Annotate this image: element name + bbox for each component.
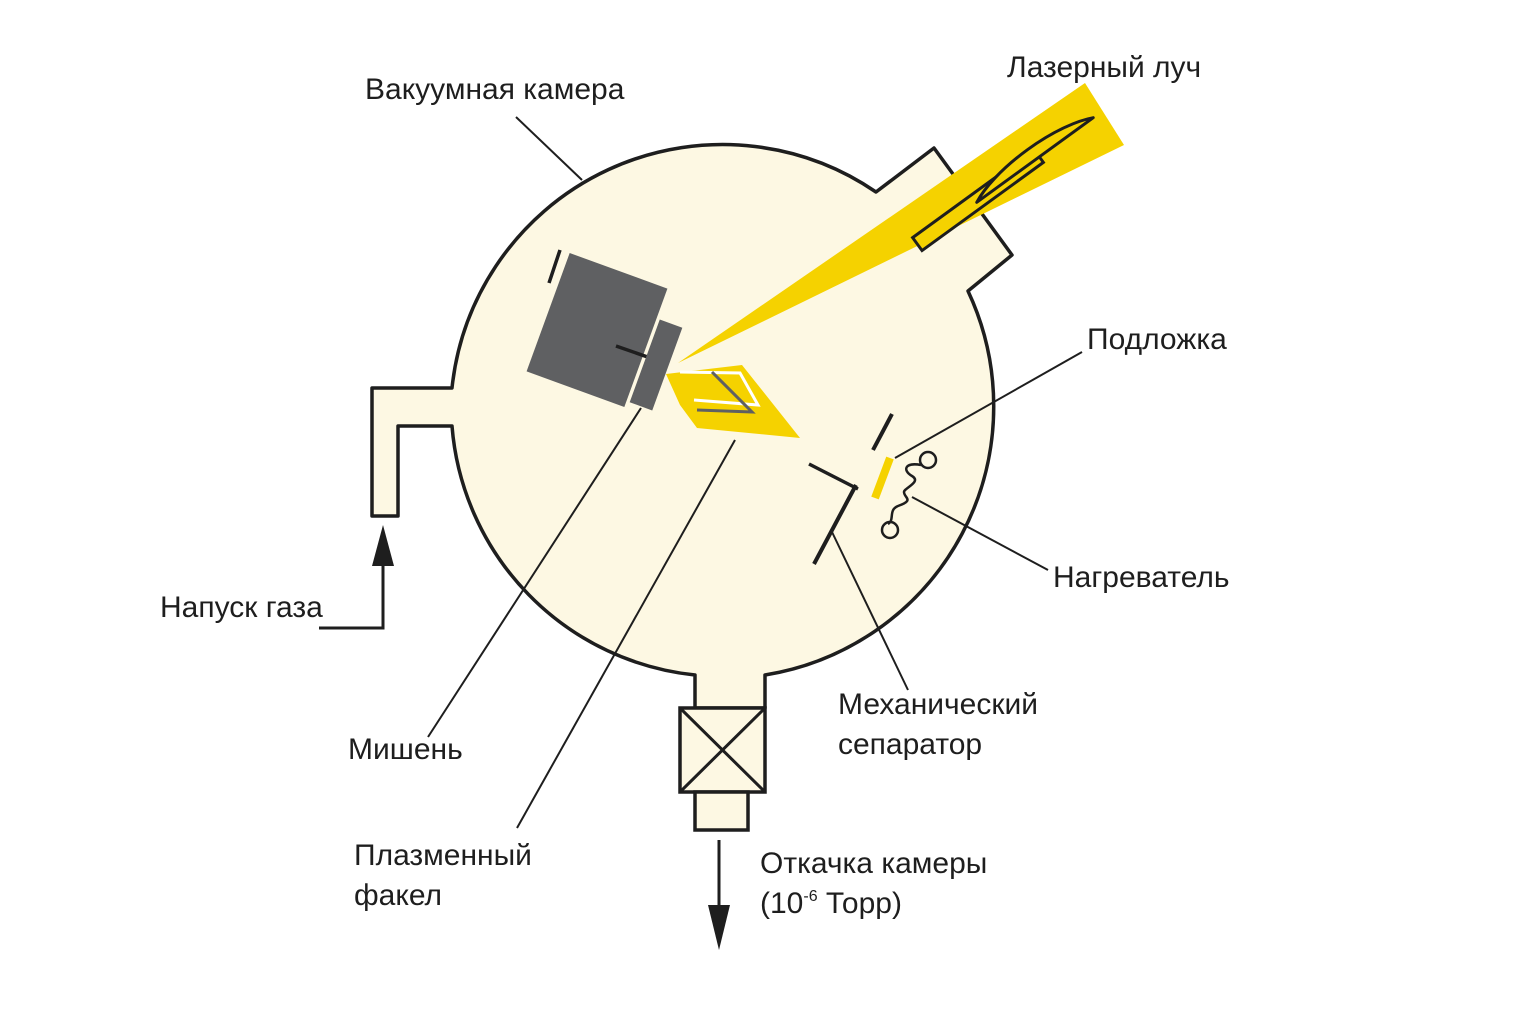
label-plume-line1: Плазменный	[354, 839, 532, 872]
target-mount-bar	[547, 249, 562, 284]
label-pump-line2: (10-6 Торр)	[760, 884, 987, 924]
pump-valve	[678, 706, 767, 794]
pump-outlet	[693, 790, 750, 832]
focusing-lens	[975, 116, 1095, 204]
laser-beam	[678, 83, 1124, 363]
pump-pressure-prefix: (10	[760, 887, 804, 920]
substrate	[871, 456, 894, 500]
label-laser-beam: Лазерный луч	[1007, 51, 1202, 84]
target-assembly	[526, 249, 683, 411]
pump-pressure-suffix: Торр)	[817, 887, 902, 920]
leader-vacuum-chamber	[515, 116, 583, 181]
label-plume-line2: факел	[354, 879, 443, 912]
pump-pressure-exponent: -6	[803, 888, 818, 905]
label-pump-line1: Откачка камеры	[760, 847, 988, 880]
label-separator-line1: Механический	[838, 688, 1038, 721]
label-plasma-plume: Плазменный факел	[354, 836, 532, 916]
label-substrate: Подложка	[1087, 323, 1227, 356]
leader-substrate	[894, 351, 1083, 459]
leader-plume	[516, 439, 736, 829]
vacuum-chamber-body	[370, 142, 1014, 710]
target-holder	[526, 253, 668, 407]
mechanical-separator	[808, 413, 894, 565]
label-separator: Механический сепаратор	[838, 685, 1038, 765]
gas-inlet-arrow	[319, 560, 385, 630]
heater-coil	[880, 450, 938, 540]
label-gas-inlet: Напуск газа	[160, 591, 323, 624]
leader-heater	[911, 496, 1049, 571]
leader-target	[427, 407, 642, 738]
gas-inlet-arrowhead	[372, 525, 394, 566]
label-target: Мишень	[348, 733, 463, 766]
pump-out-arrowhead	[708, 905, 730, 950]
plasma-plume	[666, 365, 800, 438]
label-vacuum-chamber: Вакуумная камера	[365, 73, 625, 106]
leader-separator	[831, 531, 909, 691]
label-pump-out: Откачка камеры (10-6 Торр)	[760, 844, 987, 924]
target	[629, 319, 683, 411]
label-separator-line2: сепаратор	[838, 728, 983, 761]
label-heater: Нагреватель	[1053, 561, 1230, 594]
